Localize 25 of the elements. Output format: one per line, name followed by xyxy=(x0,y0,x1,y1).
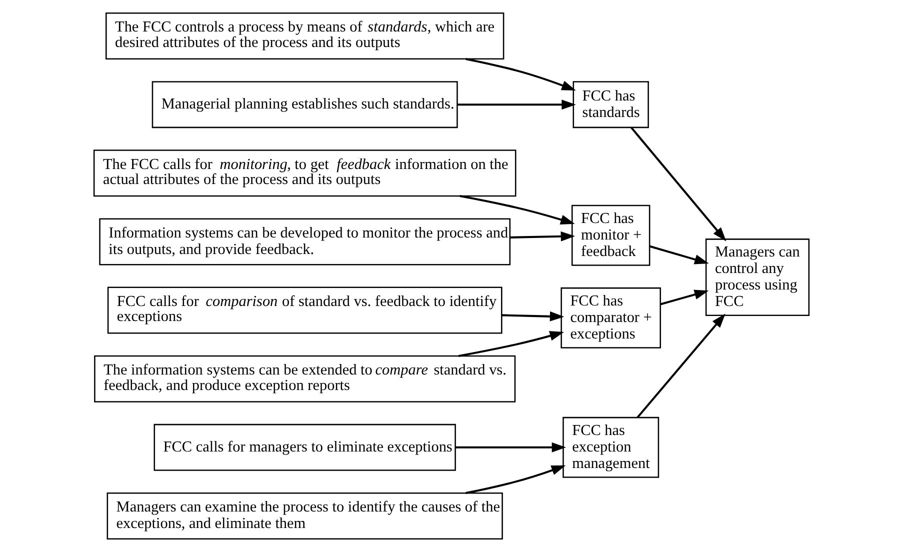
node-box: Managers can control any process using FCC xyxy=(704,238,810,316)
node-box: Information systems can be developed to monitor the process and its outputs, and provide feedback. xyxy=(98,218,510,266)
node-box: FCC calls for managers to eliminate exceptions xyxy=(153,424,456,471)
node-box: The FCC controls a process by means of standards, which are desired attributes of the process and its outputs xyxy=(105,12,504,60)
node-box: The FCC calls for monitoring, to get feedback information on the actual attributes of the process and its outputs xyxy=(92,150,516,197)
arrow xyxy=(459,195,574,224)
arrow xyxy=(458,331,564,357)
arrow xyxy=(636,314,725,418)
arrow xyxy=(648,245,708,264)
node-box: FCC has standards xyxy=(572,81,648,128)
node-box: FCC has comparator + exceptions xyxy=(560,287,660,348)
arrow xyxy=(456,100,576,110)
arrow xyxy=(660,290,708,306)
node-box: FCC has monitor + feedback xyxy=(570,204,650,266)
arrow xyxy=(630,126,726,242)
arrow xyxy=(510,231,575,242)
arrow xyxy=(465,58,576,91)
node-box: FCC has exception management xyxy=(562,416,659,478)
node-box: Managers can examine the process to identify the causes of the exceptions, and eliminate them xyxy=(106,492,502,540)
arrow xyxy=(501,311,564,322)
node-box: FCC calls for comparison of standard vs. feedback to identify exceptions xyxy=(106,286,502,334)
node-box: The information systems can be extended to compare standard vs. feedback, and produce exception reports xyxy=(94,355,516,402)
arrow xyxy=(465,465,566,494)
arrow xyxy=(455,442,566,452)
node-box: Managerial planning establishes such standards. xyxy=(151,81,458,128)
